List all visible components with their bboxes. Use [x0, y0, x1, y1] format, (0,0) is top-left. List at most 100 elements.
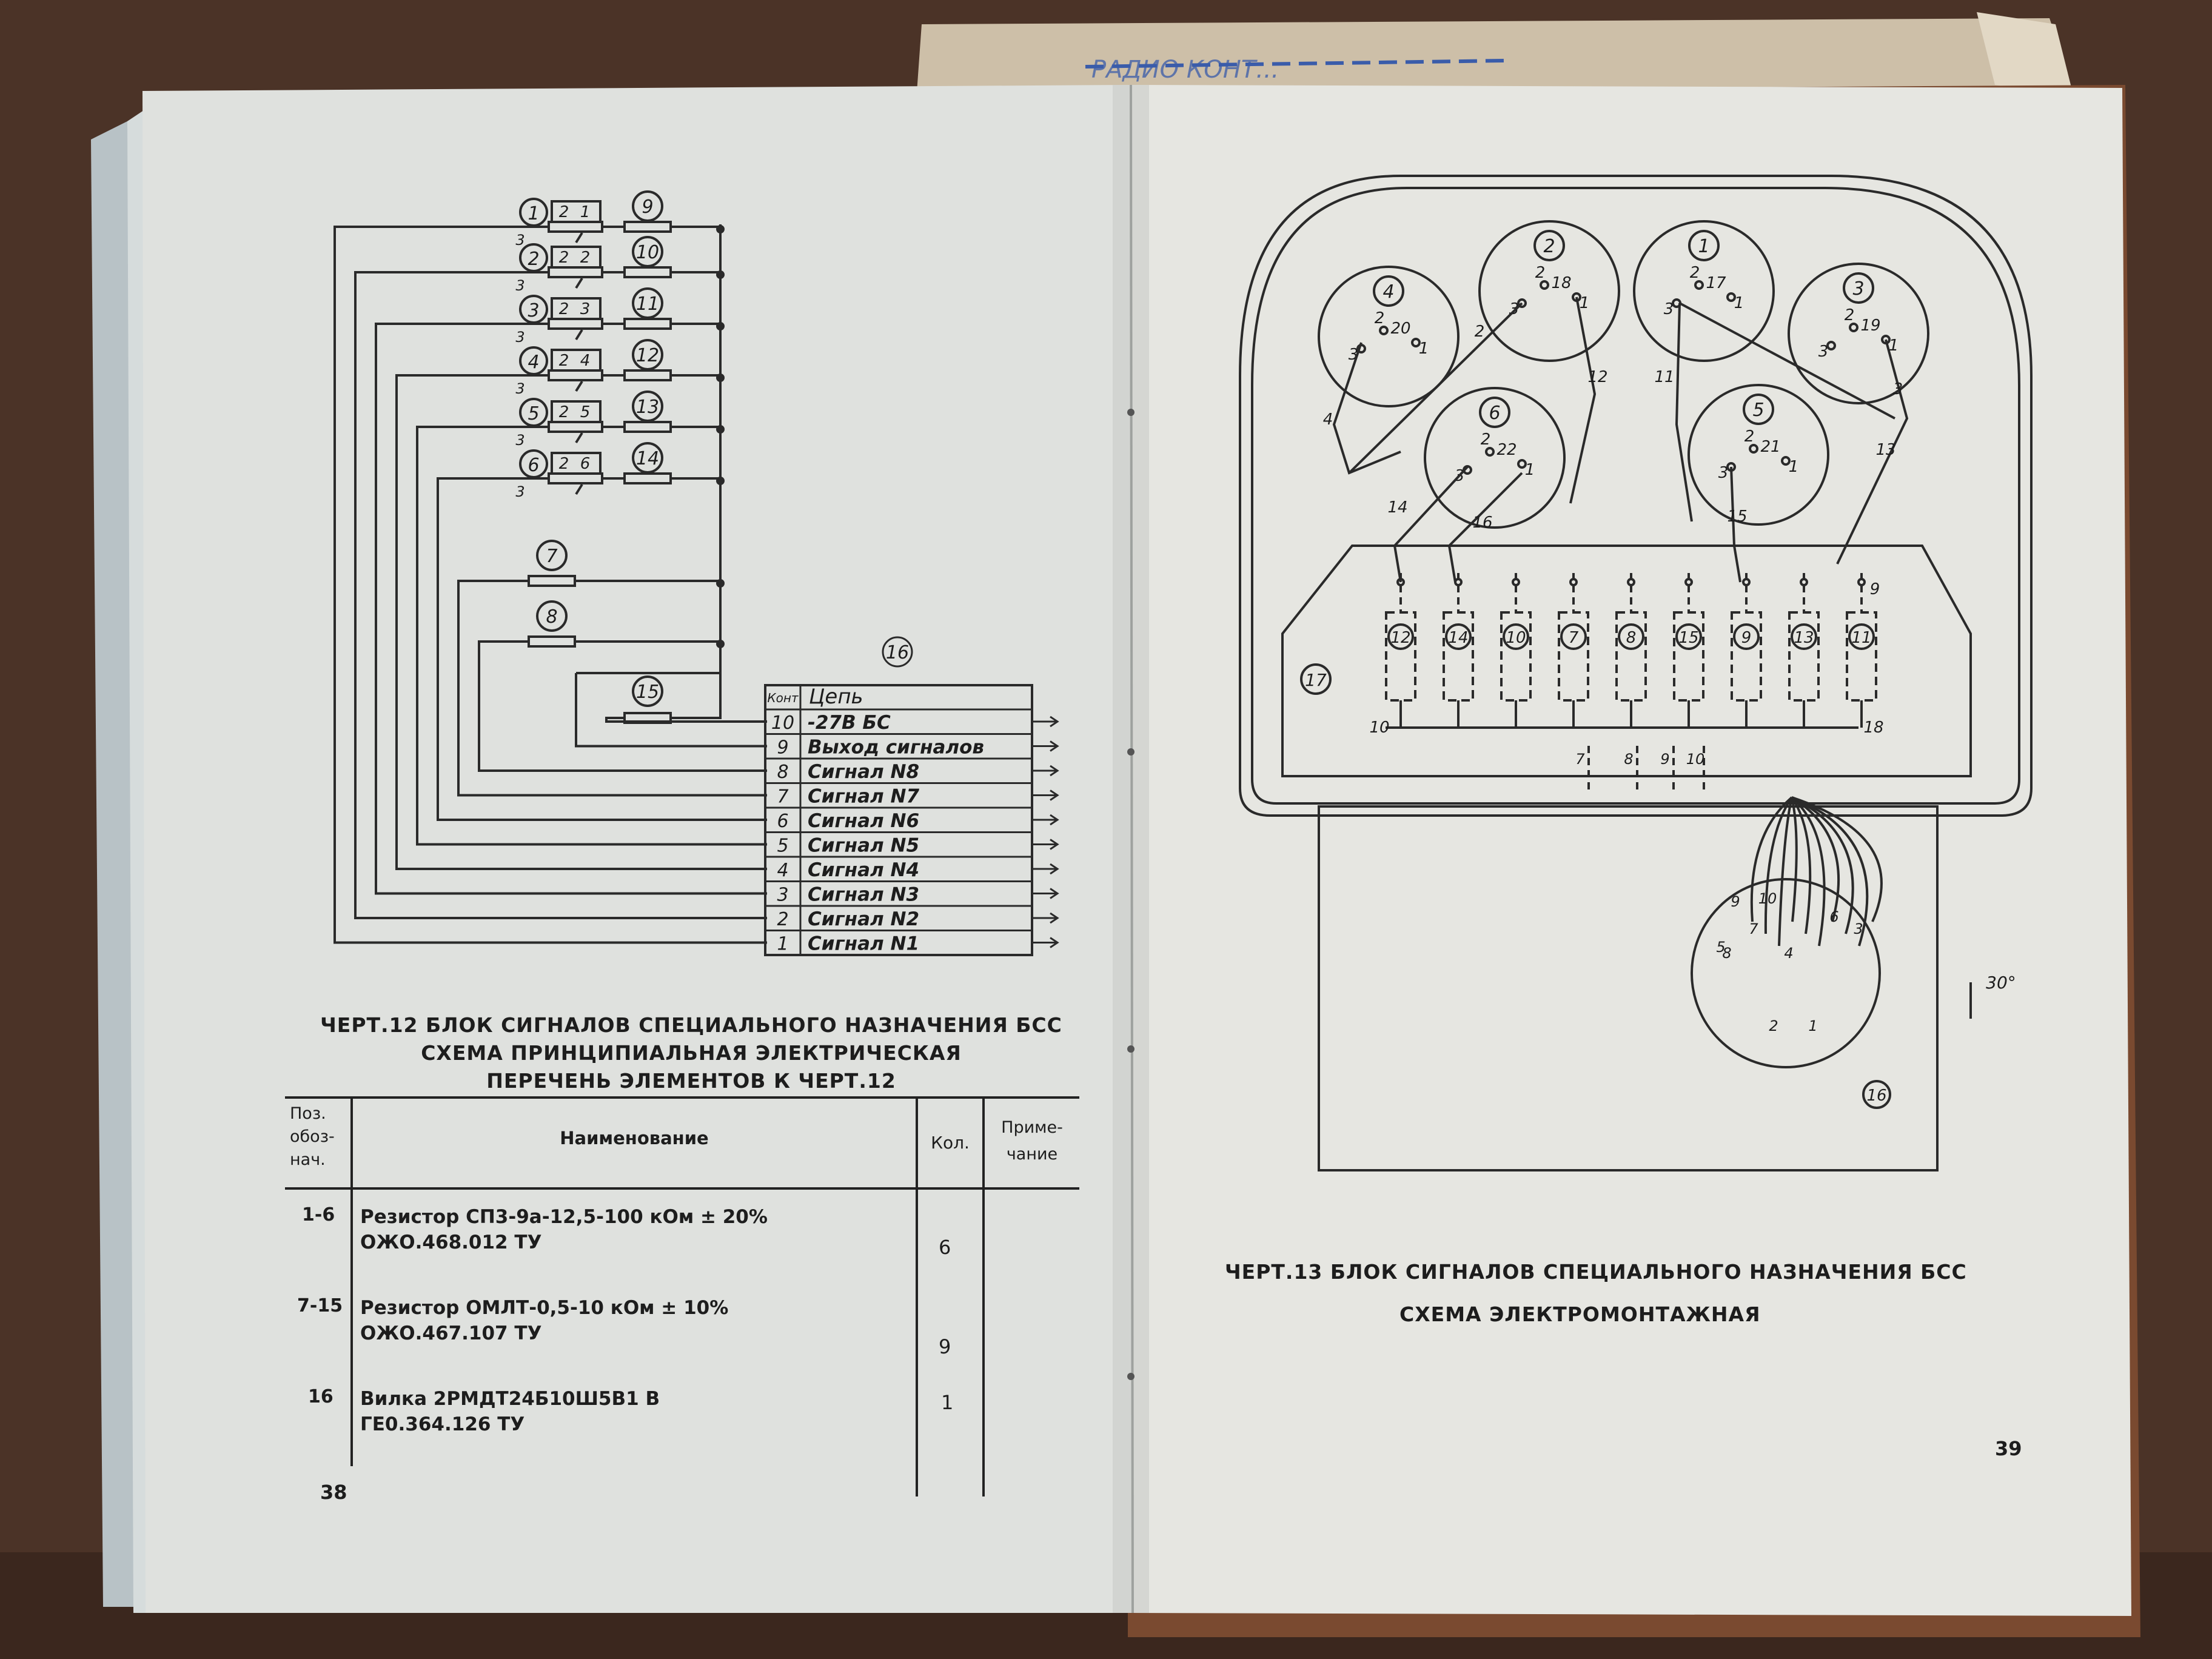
connector-contact: 1 [777, 934, 788, 955]
pot-pin-label: 2 [559, 300, 569, 318]
resistor-pin [1512, 578, 1520, 586]
pot-pin-label: 2 [1375, 309, 1385, 327]
connector-circuit: -27В БС [808, 712, 891, 734]
resistor-number-circle [1675, 623, 1702, 650]
connector-circuit: Сигнал N2 [808, 908, 919, 930]
header-note: Приме- чание [985, 1114, 1079, 1168]
resistor-pin [1569, 578, 1578, 586]
connector-contact: 4 [777, 860, 788, 881]
pot-number: 5 [1752, 400, 1764, 421]
pot-pin-label: 2 [580, 249, 591, 267]
pot-pin-label: 3 [1818, 343, 1829, 361]
pot-pin-label: 1 [580, 203, 591, 221]
potentiometer-circle [1318, 266, 1460, 407]
pot-number: 3 [1852, 278, 1864, 300]
pot-pin-label: 3 [1718, 464, 1729, 482]
connector-circuit: Сигнал N4 [808, 859, 919, 881]
connector-pin: 3 [1854, 920, 1863, 937]
connector-arrow-head [1050, 839, 1059, 850]
wire-number: 11 [1654, 368, 1674, 386]
header-pos-line-1: Поз. [290, 1104, 326, 1123]
pin-label: 9 [1870, 580, 1880, 598]
left-page [142, 85, 1133, 1613]
resistor-number: 14 [1448, 629, 1468, 647]
pot-pin-label: 2 [559, 455, 569, 473]
resistor-number-circle [1791, 623, 1817, 650]
junction-dot [716, 225, 725, 233]
wire-number: 13 [1875, 441, 1895, 459]
bottom-panel [1318, 805, 1939, 1171]
harness-strand [1791, 796, 1869, 947]
pot-pin [1379, 326, 1389, 335]
pot-pin-label: 3 [515, 483, 525, 500]
connector-contact: 2 [777, 909, 788, 930]
connector-contact: 6 [777, 811, 788, 832]
pot-pin [1485, 447, 1495, 457]
connector-circuit: Выход сигналов [808, 737, 984, 759]
pot-pin [1726, 292, 1736, 302]
pot-pin-label: 22 [1496, 441, 1517, 459]
pot-pin-label: 20 [1390, 320, 1410, 338]
pot-number: 1 [528, 203, 539, 224]
connector-pin: 7 [1749, 920, 1758, 937]
connector-arrow-head [1050, 789, 1059, 801]
resistor-number: 11 [1851, 629, 1871, 647]
pot-number: 3 [528, 300, 539, 321]
harness-strand [1764, 796, 1793, 934]
resistor-number: 13 [1794, 629, 1814, 647]
resistor-number-circle [1503, 623, 1529, 650]
right-caption-2: СХЕМА ЭЛЕКТРОМОНТАЖНАЯ [1399, 1302, 1761, 1326]
board-number: 17 [1305, 670, 1327, 690]
resistor-body [1673, 611, 1704, 702]
wire-number: 15 [1727, 508, 1747, 526]
resistor-number: 12 [636, 345, 659, 366]
potentiometer-circle [1633, 220, 1775, 362]
pot-pin [1517, 298, 1527, 308]
connector-circuit: Сигнал N6 [808, 810, 919, 832]
connector-pin: 5 [1716, 939, 1725, 956]
row-qty: 1 [941, 1391, 954, 1414]
row-name-line-2: ОЖО.467.107 ТУ [360, 1322, 542, 1344]
output-wire [575, 673, 767, 748]
resistor-number: 7 [546, 546, 557, 567]
connector-circuit: Сигнал N5 [808, 835, 919, 857]
mounting-board [1281, 545, 1972, 777]
connector-number: 16 [1866, 1087, 1886, 1105]
connector-contact: 9 [777, 737, 788, 759]
pot-pin [1517, 459, 1527, 469]
resistor-number: 10 [636, 242, 659, 263]
wire-number: 3 [1893, 380, 1903, 398]
row-pos: 16 [308, 1386, 333, 1407]
row-pos: 1-6 [302, 1204, 335, 1225]
pot-pin-label: 3 [580, 300, 591, 318]
harness-wire [1348, 302, 1523, 474]
resistor-number-circle [536, 540, 568, 571]
header-note-line-1: Приме- [1001, 1118, 1063, 1137]
right-page [1129, 85, 2131, 1616]
resistor-number-circle [632, 675, 663, 707]
pot-pin-label: 6 [580, 455, 591, 473]
right-page-number: 39 [1995, 1437, 2022, 1460]
connector-head-circuit: Цепь [809, 685, 863, 709]
wiper-mark [575, 432, 583, 444]
harness-strand [1791, 796, 1840, 922]
resistor-number: 8 [546, 606, 557, 628]
pot-pin [1781, 456, 1791, 466]
resistor-number: 7 [1569, 629, 1579, 647]
pot-pin-label: 2 [1535, 264, 1546, 282]
header-qty: Кол. [931, 1133, 970, 1153]
pot-number-circle [1533, 230, 1565, 261]
row-name-line-1: Резистор СП3-9а-12,5-100 кОм ± 20% [360, 1206, 768, 1228]
connector-pin: 9 [1731, 893, 1740, 910]
resistor-pin [1857, 578, 1866, 586]
resistor-number-circle [1618, 623, 1644, 650]
resistor-pin [1742, 578, 1751, 586]
wiper-mark [575, 483, 583, 495]
signal-wire [416, 426, 767, 846]
pot-pin-label: 2 [559, 203, 569, 221]
resistor-pin [1627, 578, 1635, 586]
connector-pin: 1 [1808, 1017, 1817, 1034]
pot-number: 4 [528, 352, 539, 373]
